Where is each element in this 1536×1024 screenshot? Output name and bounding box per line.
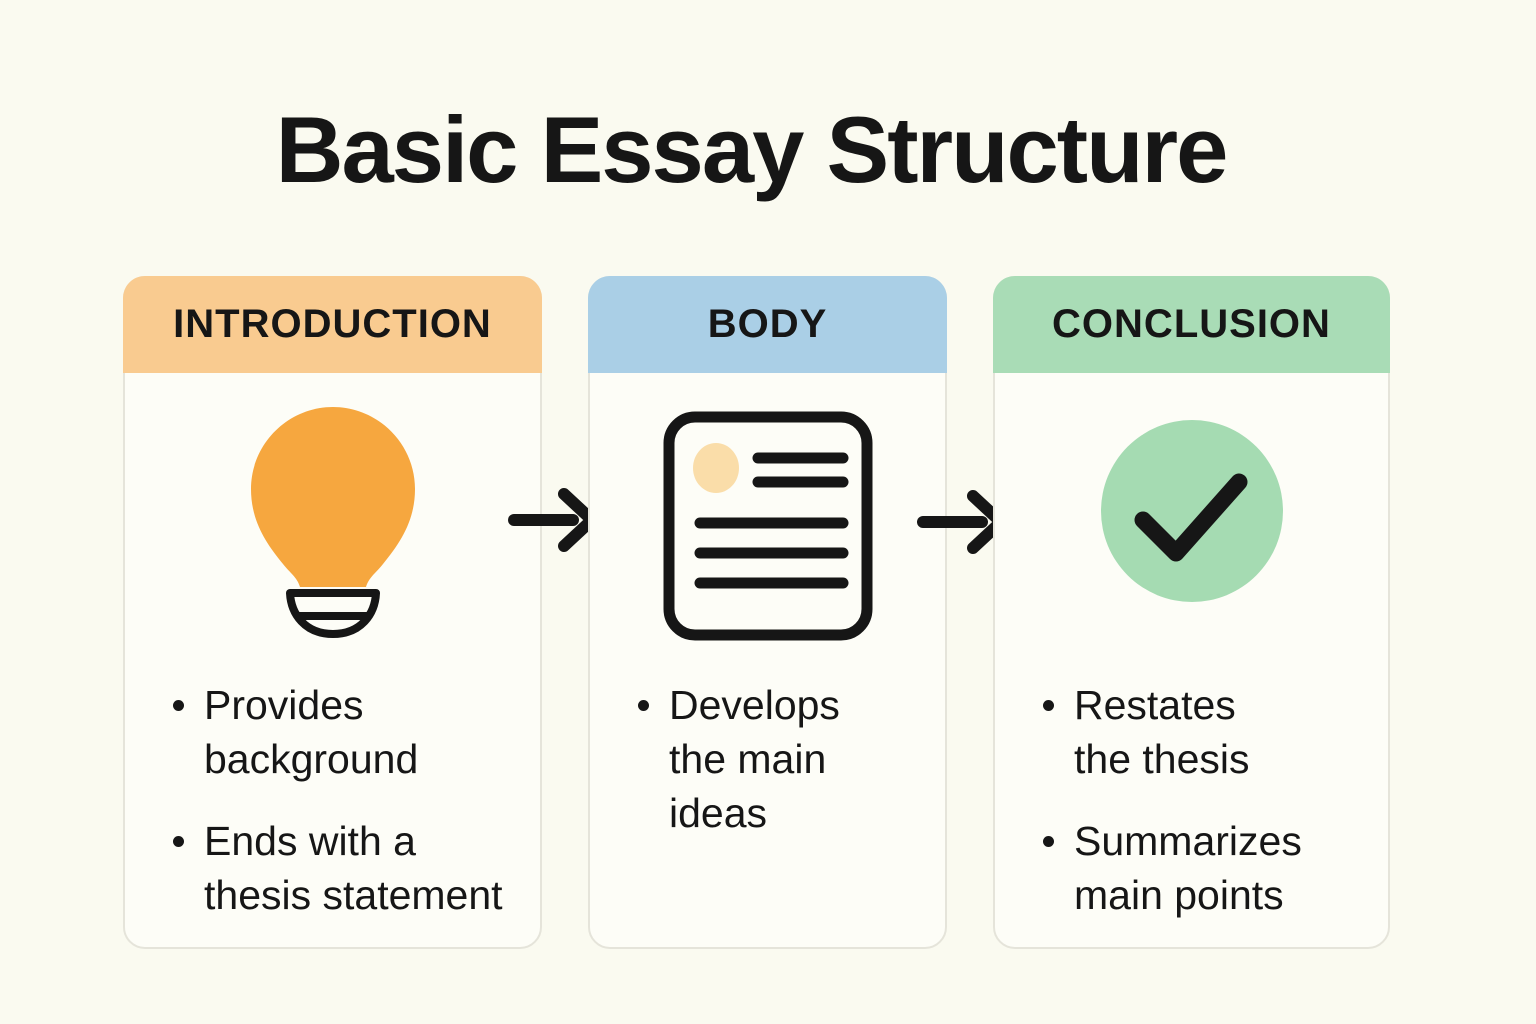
- bullet-text: Develops the main ideas: [669, 682, 840, 836]
- checkmark-icon: [995, 418, 1388, 604]
- list-item: Summarizes main points: [1043, 814, 1366, 922]
- right-arrow-icon: [507, 486, 599, 554]
- card-introduction-header: INTRODUCTION: [123, 276, 542, 373]
- lightbulb-icon: [125, 405, 540, 643]
- bullet-dot: [1043, 700, 1054, 711]
- list-item: Restates the thesis: [1043, 678, 1366, 786]
- introduction-bullet-list: Provides background Ends with a thesis s…: [173, 678, 518, 950]
- bullet-text: Provides background: [204, 682, 419, 782]
- bullet-dot: [173, 700, 184, 711]
- bullet-dot: [173, 836, 184, 847]
- card-conclusion-header: CONCLUSION: [993, 276, 1390, 373]
- list-item: Provides background: [173, 678, 518, 786]
- bullet-text: Ends with a thesis statement: [204, 818, 503, 918]
- card-conclusion-title: CONCLUSION: [1052, 302, 1331, 346]
- page-title: Basic Essay Structure: [275, 97, 1229, 202]
- card-introduction: INTRODUCTION Provides background Ends wi…: [123, 276, 542, 949]
- card-conclusion: CONCLUSION Restates the thesis Summarize…: [993, 276, 1390, 949]
- conclusion-bullet-list: Restates the thesis Summarizes main poin…: [1043, 678, 1366, 950]
- list-item: Develops the main ideas: [638, 678, 923, 840]
- card-body-header: BODY: [588, 276, 947, 373]
- card-introduction-title: INTRODUCTION: [173, 302, 492, 346]
- document-icon: [590, 411, 945, 641]
- bullet-dot: [638, 700, 649, 711]
- bullet-text: Restates the thesis: [1074, 682, 1250, 782]
- card-body-title: BODY: [707, 302, 828, 346]
- bullet-text: Summarizes main points: [1074, 818, 1302, 918]
- body-bullet-list: Develops the main ideas: [638, 678, 923, 868]
- list-item: Ends with a thesis statement: [173, 814, 518, 922]
- card-body: BODY Develops the main ideas: [588, 276, 947, 949]
- bullet-dot: [1043, 836, 1054, 847]
